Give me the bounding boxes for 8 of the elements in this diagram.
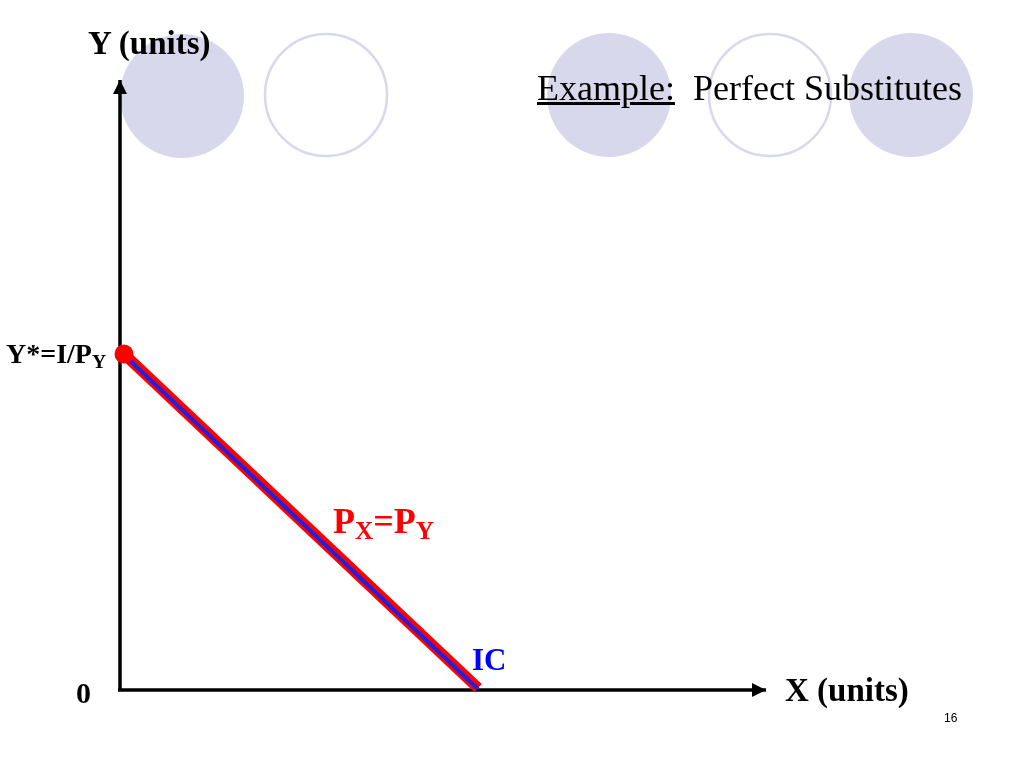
- axis-title: Y (units): [88, 27, 211, 60]
- page-number: 16: [944, 712, 958, 724]
- origin-label: 0: [76, 678, 91, 708]
- budget-line-label: P$_{X}$=P$_{Y}$: [333, 503, 434, 539]
- axis-title: X (units): [785, 674, 909, 707]
- intercept-label: Y*=I/P$_{Y}$: [6, 340, 107, 368]
- slide-title: Example: Perfect Substitutes: [537, 70, 962, 106]
- curve-label: IC: [472, 644, 507, 675]
